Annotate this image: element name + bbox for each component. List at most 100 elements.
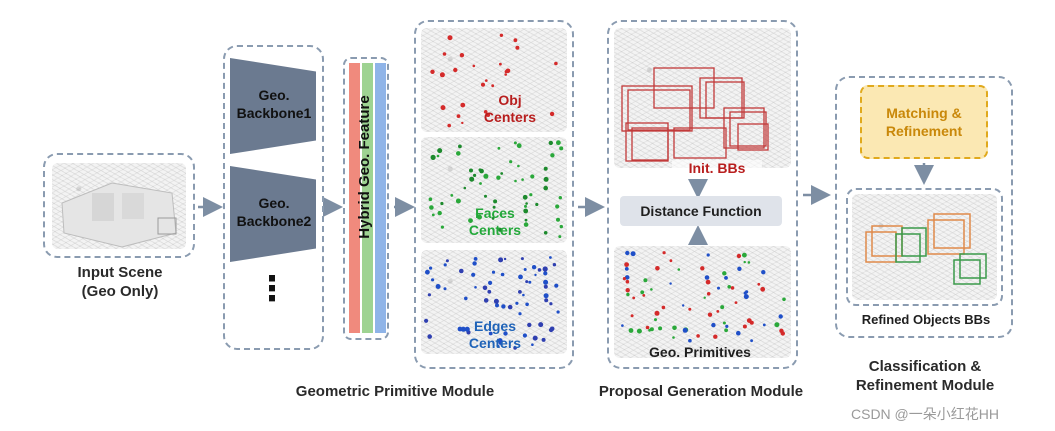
edge-center-point	[472, 261, 477, 266]
edge-center-point	[523, 268, 527, 271]
face-center-point	[491, 217, 495, 220]
face-center-point	[440, 201, 444, 206]
face-center-point	[484, 194, 487, 198]
geo-primitives-points	[621, 250, 786, 343]
geo-primitive-point	[622, 277, 626, 281]
geo-primitive-point	[700, 266, 705, 271]
backbone2-shape	[230, 166, 316, 262]
geo-primitive-point	[696, 334, 700, 338]
obj-center-point	[447, 123, 451, 128]
edges-centers-label-line1: Edges	[473, 318, 516, 334]
backbone2-label-line1: Geo.	[258, 195, 290, 211]
edge-center-point	[460, 326, 466, 332]
edge-center-point	[429, 266, 433, 270]
face-center-point	[513, 141, 517, 145]
edge-center-point	[518, 312, 522, 316]
geo-primitive-point	[774, 322, 780, 328]
geo-primitive-point	[624, 275, 630, 280]
watermark: CSDN @一朵小红花HH	[851, 406, 999, 422]
geo-primitive-point	[742, 252, 747, 258]
geo-primitive-point	[760, 286, 766, 292]
obj-center-point	[472, 64, 476, 68]
hybrid-stripe-red	[349, 63, 360, 333]
face-center-point	[543, 231, 548, 235]
geo-primitive-point	[672, 325, 677, 331]
obj-centers-pointcloud	[421, 28, 567, 132]
geo-primitive-point	[724, 328, 728, 333]
edge-center-point	[543, 279, 549, 285]
obj-center-point	[439, 72, 445, 78]
face-center-point	[496, 175, 501, 180]
classification-module-caption: Classification & Refinement Module	[842, 357, 1008, 395]
edge-center-point	[518, 290, 522, 294]
backbones-box	[223, 45, 324, 350]
refined-bbs-box	[846, 188, 1003, 306]
geo-primitive-point	[636, 328, 642, 334]
obj-center-point	[513, 38, 518, 43]
edge-center-point	[543, 271, 548, 276]
edge-center-point	[528, 280, 532, 284]
obj-center-point	[447, 35, 453, 41]
face-center-point	[524, 218, 528, 222]
edge-center-point	[503, 257, 507, 261]
geo-primitive-point	[688, 307, 692, 311]
face-center-point	[529, 193, 533, 197]
proposal-module-box	[607, 20, 798, 369]
edge-center-point	[537, 268, 542, 272]
geo-primitive-point	[746, 318, 752, 323]
face-center-point	[500, 172, 504, 175]
obj-center-point	[442, 52, 447, 56]
input-scene-box	[43, 153, 195, 258]
edge-center-point	[431, 278, 435, 282]
obj-center-point	[456, 114, 461, 118]
geo-primitive-point	[747, 261, 751, 264]
face-center-point	[483, 173, 489, 179]
geo-primitive-point	[703, 296, 706, 299]
face-center-point	[468, 218, 473, 223]
geo-primitive-point	[649, 327, 654, 332]
edges-centers-points	[424, 256, 560, 350]
edge-center-point	[427, 334, 432, 339]
edge-center-point	[542, 266, 548, 272]
edge-center-point	[518, 274, 523, 280]
geo-primitive-point	[706, 253, 710, 257]
faces-centers-label-line2: Centers	[468, 222, 522, 238]
geo-primitive-point	[711, 322, 716, 328]
edge-center-point	[507, 304, 513, 310]
backbone1-label-line2: Backbone1	[236, 105, 312, 121]
face-center-point	[463, 186, 467, 190]
backbone2-label: Geo. Backbone2	[230, 194, 318, 230]
geo-primitive-point	[624, 262, 629, 267]
geo-primitive-point	[645, 325, 650, 330]
face-center-point	[514, 179, 517, 183]
geo-primitive-point	[682, 304, 685, 307]
obj-center-point	[499, 33, 504, 37]
edge-center-point	[464, 296, 468, 301]
geo-primitive-point	[706, 292, 711, 296]
geo-primitive-point	[643, 278, 648, 283]
obj-center-point	[549, 111, 555, 117]
face-center-point	[455, 198, 461, 204]
backbone1-label-line1: Geo.	[258, 87, 290, 103]
edge-center-point	[488, 280, 493, 285]
hybrid-stripe-green	[362, 63, 373, 333]
geo-primitive-point	[662, 251, 666, 255]
edge-center-point	[443, 287, 447, 291]
geo-primitive-point	[661, 305, 666, 310]
edge-center-point	[471, 272, 476, 277]
face-center-point	[523, 208, 529, 214]
face-center-point	[524, 204, 527, 208]
edge-center-point	[487, 289, 492, 294]
input-scene-title-line2: (Geo Only)	[81, 283, 159, 300]
obj-center-point	[483, 110, 488, 114]
obj-center-point	[515, 45, 520, 50]
face-center-point	[473, 173, 477, 177]
refined-bbs-boxes	[865, 213, 987, 285]
geo-primitive-point	[669, 259, 673, 263]
edge-center-point	[501, 304, 506, 309]
init-bbs-boxes	[621, 67, 769, 162]
obj-center-point	[554, 61, 558, 66]
matching-refinement-line2: Refinement	[885, 123, 963, 139]
face-center-point	[543, 185, 548, 191]
face-center-point	[497, 146, 501, 150]
